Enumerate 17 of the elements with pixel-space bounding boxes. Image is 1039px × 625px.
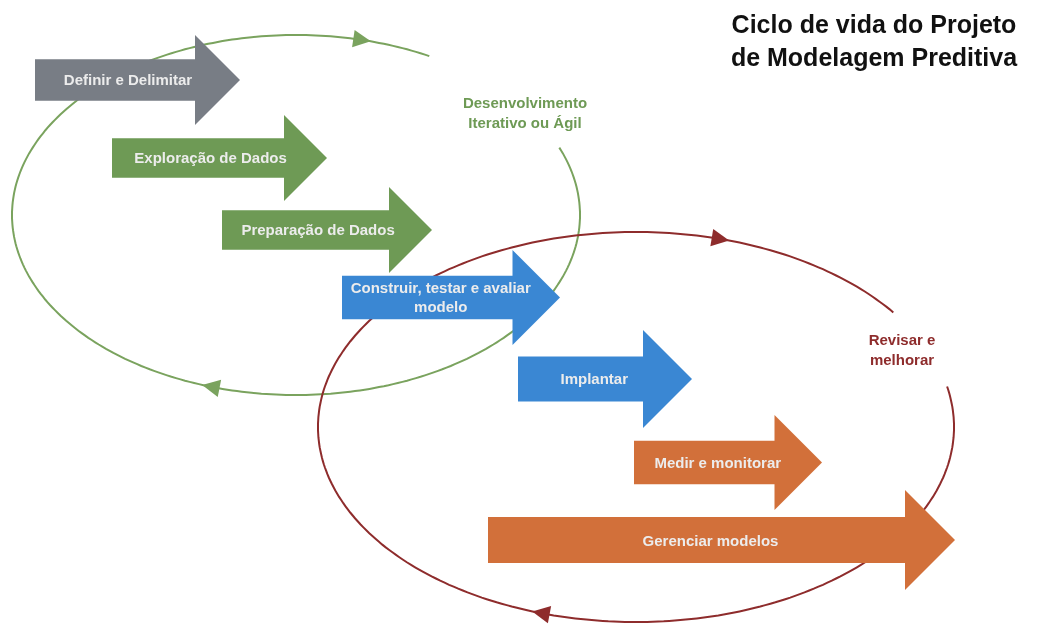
step-label: Construir, testar e avaliar modelo [349,278,532,318]
process-step [342,250,560,345]
cycle-label: Revisar e melhorar [867,330,937,370]
step-label: Preparação de Dados [240,220,396,241]
cycle-label: Desenvolvimento Iterativo ou Ágil [461,93,589,133]
step-label: Medir e monitorar [653,453,783,473]
process-step [35,35,240,125]
step-label: Implantar [559,369,630,390]
step-label: Definir e Delimitar [62,70,194,91]
process-step [222,187,432,273]
step-label: Gerenciar modelos [641,530,780,551]
process-step [112,115,327,201]
process-step [634,415,822,510]
process-step [518,330,692,428]
title: Ciclo de vida do Projeto de Modelagem Preditiva [729,9,1019,73]
step-label: Exploração de Dados [133,148,288,169]
process-step [488,490,955,590]
